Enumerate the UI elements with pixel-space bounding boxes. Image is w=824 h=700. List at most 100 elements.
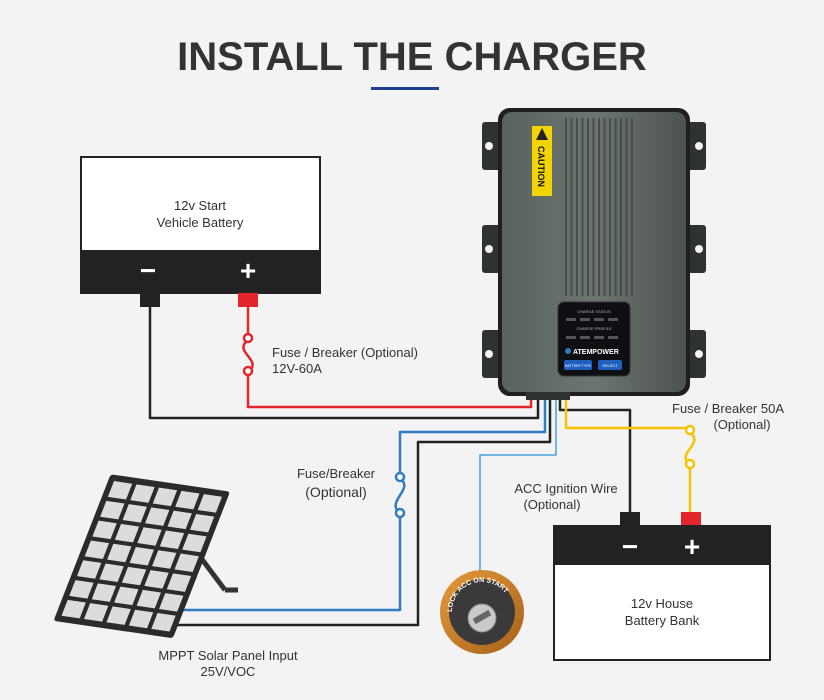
solar-cell <box>159 530 185 549</box>
fuse-house-node-top <box>684 424 696 436</box>
select-button[interactable] <box>598 360 622 370</box>
solar-panel-grid <box>54 474 230 638</box>
display-indicators <box>566 318 618 339</box>
solar-cell <box>174 553 199 573</box>
solar-cell <box>175 490 200 510</box>
house-battery-label-1: 12v House <box>631 596 693 611</box>
fuse-start-node-bottom <box>242 365 254 377</box>
select-button-label: SELECT <box>602 363 618 368</box>
start-battery-pos-sign: + <box>240 255 256 286</box>
fuse-solar-wire <box>394 398 547 515</box>
solar-cell <box>91 583 117 602</box>
charger-unit: CAUTION CHARGE STATUS CHARGE PROFILE ATE… <box>482 108 706 400</box>
solar-cell <box>84 540 110 559</box>
start-battery-label-2: Vehicle Battery <box>157 215 244 230</box>
acc-wire-label-2: (Optional) <box>523 497 580 512</box>
solar-cell <box>83 603 109 622</box>
display-charge-status: CHARGE STATUS <box>577 309 611 314</box>
fuse-solar-node-top <box>394 471 406 483</box>
house-battery: − + 12v House Battery Bank <box>553 512 771 661</box>
fuse-start-label-1: Fuse / Breaker (Optional) <box>272 345 418 360</box>
solar-cell <box>106 606 131 625</box>
fuse-solar-label-2: (Optional) <box>305 484 366 500</box>
fuse-house-label-1: Fuse / Breaker 50A <box>672 401 784 416</box>
solar-cell <box>136 589 161 609</box>
bracket-holes <box>485 142 703 358</box>
battery-type-button-label: BATTERY TYPE <box>565 364 591 368</box>
charger-brand: ATEMPOWER <box>573 349 619 356</box>
wires <box>148 305 696 627</box>
start-battery-band <box>81 250 320 293</box>
charger-fins <box>565 118 633 296</box>
solar-panel <box>54 474 238 638</box>
solar-cell <box>129 547 154 566</box>
start-battery: 12v Start Vehicle Battery − + <box>80 156 321 307</box>
acc-wire-label-1: ACC Ignition Wire <box>514 481 617 496</box>
solar-cell <box>121 566 147 586</box>
solar-cell <box>107 543 132 563</box>
fuse-house-wire <box>684 428 696 515</box>
solar-cell <box>189 513 215 533</box>
solar-cell <box>151 612 176 632</box>
solar-cell <box>107 481 133 500</box>
solar-cell <box>130 484 155 503</box>
start-battery-label-1: 12v Start <box>174 198 226 213</box>
start-battery-neg-sign: − <box>140 255 156 286</box>
solar-cell <box>69 580 94 599</box>
display-charge-profile: CHARGE PROFILE <box>576 326 612 331</box>
solar-cell <box>144 570 169 589</box>
start-battery-pos-terminal <box>238 293 258 307</box>
solar-cell <box>152 550 177 569</box>
wire-house-positive <box>564 398 690 430</box>
house-battery-label-2: Battery Bank <box>625 613 700 628</box>
fuse-house-node-bottom <box>684 458 696 470</box>
solar-cell <box>152 487 178 507</box>
start-battery-neg-terminal <box>140 293 160 307</box>
solar-cell <box>145 507 170 526</box>
brand-logo-icon <box>565 348 571 354</box>
wire-start-negative <box>148 305 540 420</box>
solar-cell <box>137 527 162 546</box>
house-battery-pos-terminal <box>681 512 701 526</box>
caution-label <box>532 126 552 196</box>
solar-cell <box>76 560 102 579</box>
solar-cell <box>197 494 223 513</box>
battery-type-button[interactable] <box>564 360 592 370</box>
solar-cell <box>114 586 139 606</box>
solar-cell <box>167 510 192 530</box>
fuse-start-label-2: 12V-60A <box>272 361 322 376</box>
charger-terminal-block <box>526 392 570 400</box>
solar-cell <box>99 563 124 583</box>
page-title: INSTALL THE CHARGER <box>177 35 647 79</box>
house-battery-neg-sign: − <box>622 531 638 562</box>
solar-cell <box>159 593 184 612</box>
house-battery-pos-sign: + <box>684 531 700 562</box>
solar-cell <box>114 523 140 543</box>
fuse-house-label-2: (Optional) <box>713 417 770 432</box>
wire-solar-positive <box>148 514 402 612</box>
solar-cell <box>166 573 192 592</box>
caution-triangle-icon <box>536 128 548 140</box>
solar-panel-cells <box>61 481 223 632</box>
wire-solar-negative <box>160 398 552 627</box>
solar-label-2: 25V/VOC <box>201 664 256 679</box>
house-battery-neg-terminal <box>620 512 640 526</box>
solar-cell <box>100 500 125 520</box>
caution-text: CAUTION <box>536 146 546 187</box>
house-battery-band <box>554 526 770 565</box>
fuse-solar-node-bottom <box>394 507 406 519</box>
wire-house-negative <box>558 398 632 515</box>
solar-cell <box>128 609 154 629</box>
wire-acc <box>479 398 557 580</box>
ignition-key-slot <box>472 609 492 625</box>
fuse-solar-label-1: Fuse/Breaker <box>297 466 376 481</box>
title-underline <box>371 87 439 90</box>
solar-cell <box>122 504 147 523</box>
fuse-start-node-top <box>242 332 254 344</box>
ignition-switch: LOCK ACC ON START <box>440 570 524 654</box>
solar-label-1: MPPT Solar Panel Input <box>158 648 298 663</box>
solar-cell <box>182 533 207 553</box>
solar-cell <box>61 599 86 619</box>
